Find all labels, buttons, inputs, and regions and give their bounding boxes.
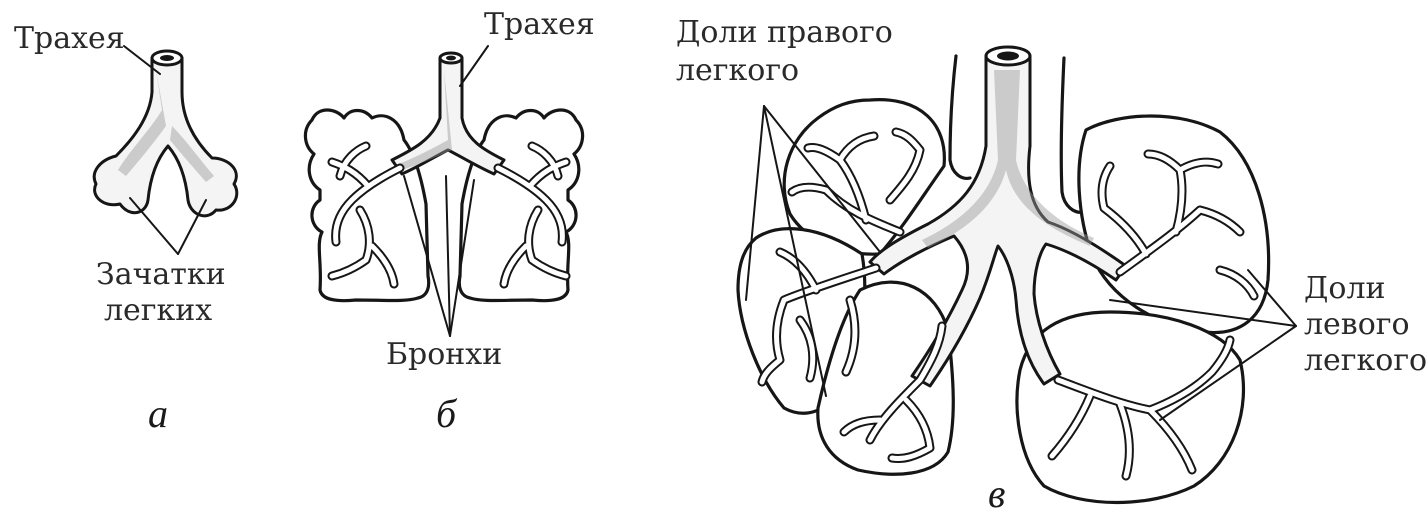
panel-a-buds-label-line2: легких	[104, 294, 212, 328]
panel-a-letter: а	[148, 390, 168, 437]
panel-a-buds-label-line1: Зачатки	[96, 258, 226, 292]
panel-c-left-lobes-label-line2: левого	[1304, 308, 1410, 342]
panel-a-drawing	[94, 46, 237, 254]
panel-a-trachea	[94, 58, 237, 216]
panel-b-bronchi-label: Бронхи	[386, 338, 502, 372]
panel-b-letter: б	[436, 390, 456, 437]
panel-c-letter: в	[988, 470, 1005, 517]
panel-c-left-lobes-label-line1: Доли	[1304, 272, 1386, 306]
panel-a-trachea-label: Трахея	[14, 22, 125, 56]
panel-c-right-lobes-label-line2: легкого	[676, 54, 799, 88]
panel-c-drawing	[738, 47, 1296, 503]
panel-b-trachea-label: Трахея	[484, 8, 595, 42]
panel-b-drawing	[305, 46, 582, 336]
panel-c-left-lobes-label-line3: легкого	[1304, 344, 1427, 378]
panel-b-left-lung	[305, 110, 428, 301]
panel-c-right-lobes-label-line1: Доли правого	[676, 16, 893, 50]
